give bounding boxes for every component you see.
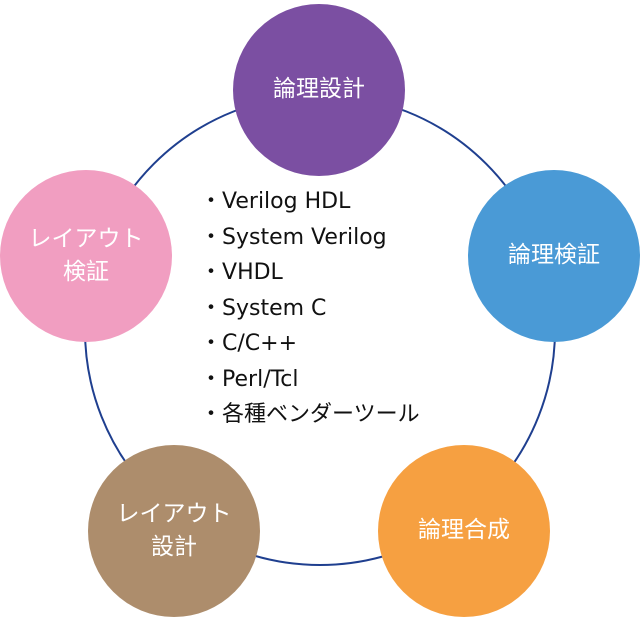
layout-verification-node: レイアウト 検証 [0,170,172,342]
layout-design-node: レイアウト 設計 [88,445,260,617]
tool-item: Perl/Tcl [200,362,420,398]
tool-item: System Verilog [200,220,420,256]
tool-item: Verilog HDL [200,184,420,220]
logic-synthesis-node: 論理合成 [378,445,550,617]
tool-item: VHDL [200,255,420,291]
logic-verification-label: 論理検証 [508,242,600,269]
tool-item: C/C++ [200,326,420,362]
tool-item: System C [200,291,420,327]
tools-list: Verilog HDL System Verilog VHDL System C… [200,184,420,433]
layout-verification-label-line1: レイアウト [28,225,144,252]
layout-design-label-line2: 設計 [151,534,197,560]
logic-synthesis-label: 論理合成 [418,517,510,544]
tool-item: 各種ベンダーツール [200,397,420,433]
logic-design-node: 論理設計 [233,4,405,176]
layout-verification-label-line2: 検証 [63,259,109,285]
logic-verification-node: 論理検証 [468,170,640,342]
logic-design-label: 論理設計 [273,76,365,103]
layout-design-label-line1: レイアウト [116,500,232,527]
